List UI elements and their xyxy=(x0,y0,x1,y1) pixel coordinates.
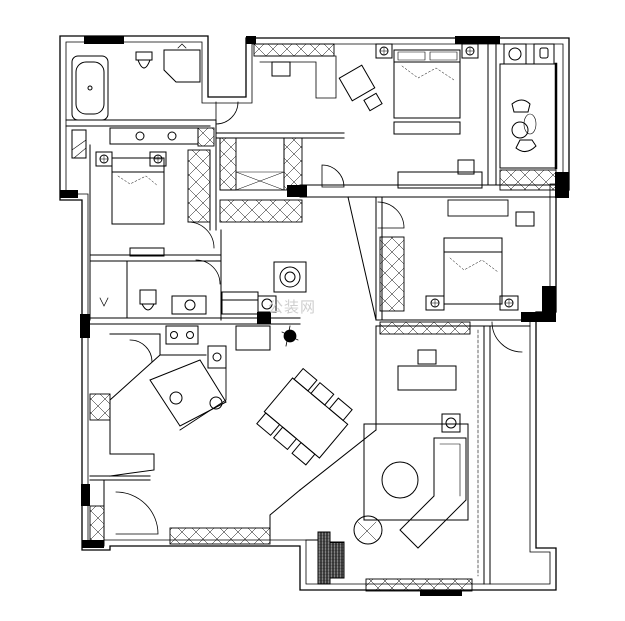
wall-columns xyxy=(60,36,569,596)
kitchen xyxy=(149,325,271,431)
master-bedroom xyxy=(259,43,483,189)
exterior-walls xyxy=(59,35,570,591)
bathroom-top-left xyxy=(71,43,201,159)
living-room xyxy=(305,349,469,585)
plant xyxy=(281,325,299,347)
left-bedroom xyxy=(95,151,167,257)
master-bath xyxy=(499,43,558,170)
right-bedroom xyxy=(425,211,535,311)
bathroom-middle xyxy=(99,261,307,315)
doors xyxy=(115,101,523,535)
interior-walls xyxy=(65,43,557,585)
dining-set xyxy=(256,367,353,466)
